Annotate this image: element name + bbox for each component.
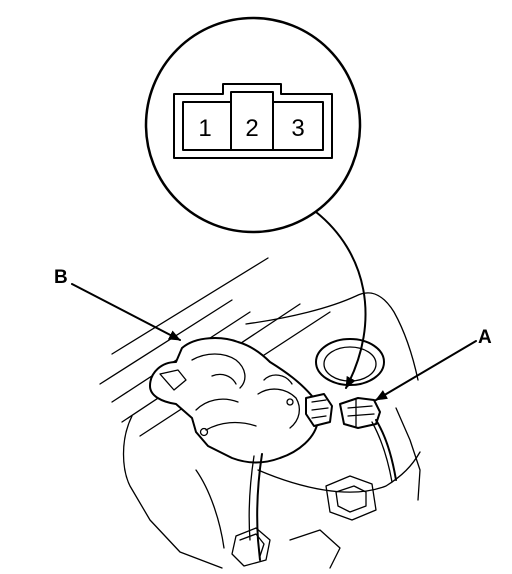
inset-pointer-arrow — [315, 211, 367, 389]
magnifier-circle — [144, 16, 362, 234]
component-b-wire — [256, 453, 263, 561]
pin-label-1: 1 — [198, 115, 211, 142]
callout-label-a: A — [478, 327, 492, 348]
callout-label-b: B — [54, 267, 68, 288]
connector-face — [173, 83, 333, 159]
harness-wire-a — [375, 419, 397, 481]
component-b-actuator — [149, 337, 319, 464]
callout-leader-a — [375, 340, 477, 401]
component-b-connector — [305, 393, 333, 427]
pin-label-2: 2 — [245, 115, 258, 142]
callout-leader-b — [71, 283, 181, 341]
harness-connector-a — [339, 397, 381, 429]
pin-label-3: 3 — [291, 115, 304, 142]
oval-opening — [315, 338, 385, 386]
engine-bay-structure — [99, 257, 421, 569]
connector-detail-inset: 1 2 3 — [144, 16, 362, 234]
